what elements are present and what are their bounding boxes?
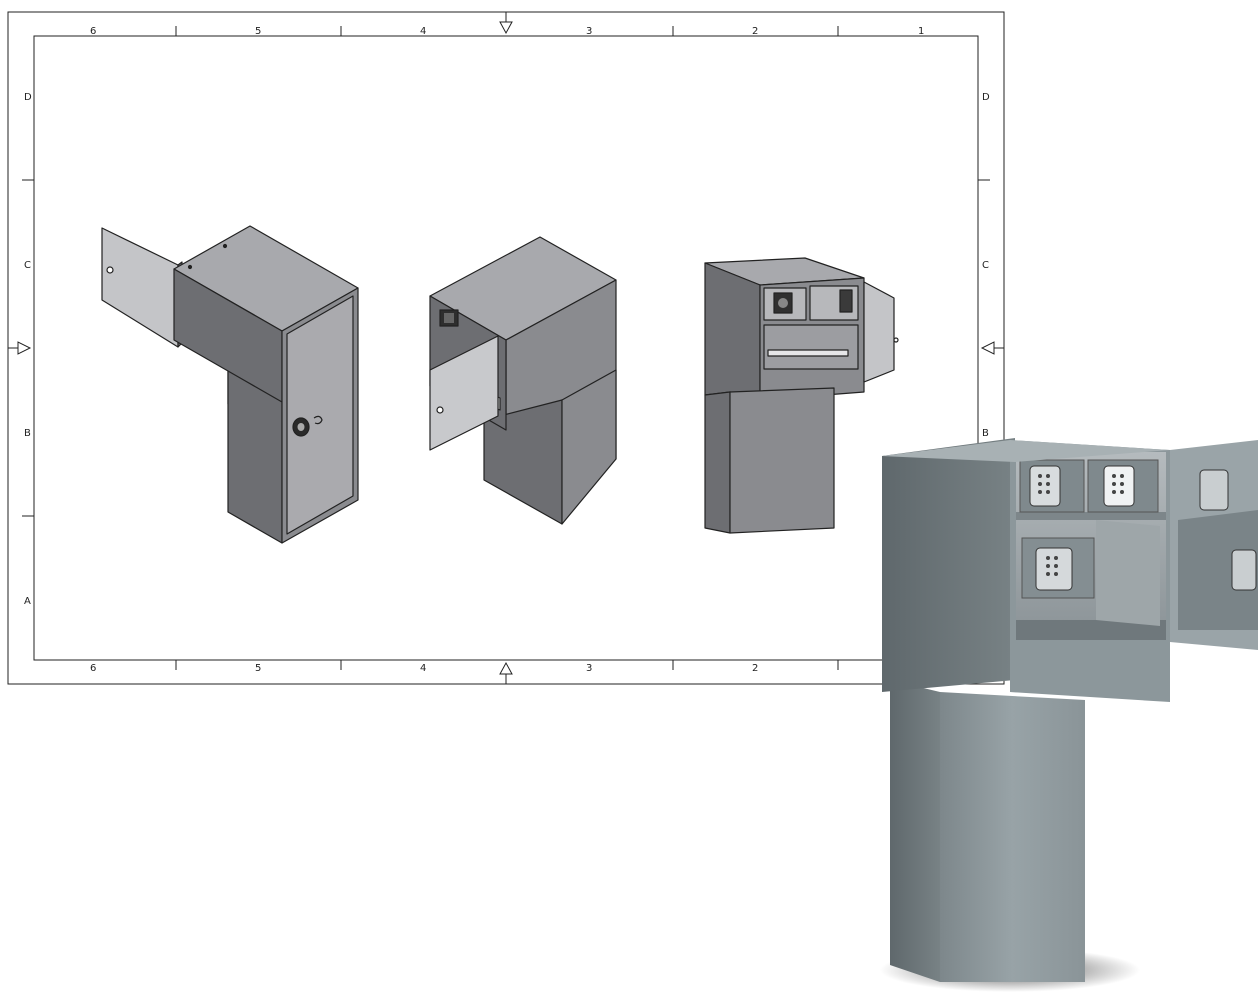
keypad-icon xyxy=(1035,547,1073,591)
col-label-top: 5 xyxy=(255,26,261,37)
door-hole xyxy=(893,337,899,343)
door-keypad-icon xyxy=(1231,549,1257,591)
left-center-arrow xyxy=(8,341,32,355)
open-door-view xyxy=(429,236,617,525)
pedestal-front xyxy=(561,369,617,525)
col-label-top: 2 xyxy=(752,26,758,37)
row-label-right: B xyxy=(982,428,989,439)
row-label-left: B xyxy=(24,428,31,439)
col-label-bottom: 6 xyxy=(90,663,96,674)
bottom-center-arrow xyxy=(499,661,513,684)
interior-base xyxy=(1016,620,1166,640)
right-center-arrow xyxy=(980,341,1004,355)
col-label-top: 6 xyxy=(90,26,96,37)
col-label-bottom: 2 xyxy=(752,663,758,674)
open-door xyxy=(429,335,499,451)
keypad-buttons xyxy=(1038,474,1124,494)
left-zone-ticks xyxy=(22,179,34,517)
open-side-door xyxy=(863,281,895,383)
pedestal-front xyxy=(940,692,1085,982)
row-label-left: A xyxy=(24,596,31,607)
top-center-arrow xyxy=(499,12,513,35)
front-open-view xyxy=(704,257,899,534)
left-side-upper xyxy=(704,262,761,396)
col-label-top: 1 xyxy=(918,26,924,37)
top-zone-ticks xyxy=(175,26,839,36)
drawer-handle xyxy=(767,349,849,357)
pedestal-side xyxy=(890,680,940,982)
inner-lock-icon xyxy=(839,289,853,313)
flap-hole xyxy=(106,266,114,274)
keypad-dial xyxy=(778,298,788,308)
lock-dial-icon xyxy=(297,423,305,431)
keypad-icon xyxy=(1103,465,1135,507)
left-side-lower xyxy=(704,391,731,534)
bottom-zone-ticks xyxy=(175,660,839,670)
row-label-right: D xyxy=(982,92,990,103)
lower-side-face xyxy=(227,370,283,544)
interior-right-wall xyxy=(1096,520,1160,626)
col-label-bottom: 4 xyxy=(420,663,426,674)
col-label-bottom: 3 xyxy=(586,663,592,674)
keypad-buttons xyxy=(1046,556,1058,576)
lower-compartment xyxy=(763,324,859,370)
door-hole xyxy=(436,406,444,414)
closed-door-view xyxy=(101,225,359,544)
product-photo xyxy=(880,438,1258,992)
pedestal-front xyxy=(729,387,835,534)
cabinet-side xyxy=(882,438,1015,692)
hinge-dot xyxy=(187,264,193,270)
hinge-dot xyxy=(222,243,228,249)
sheet-inner-frame xyxy=(33,35,979,661)
door-inner-panel xyxy=(1178,510,1258,630)
cabinet-top-edge xyxy=(882,440,1170,462)
key-icon xyxy=(313,415,323,425)
row-label-left: C xyxy=(24,260,31,271)
col-label-top: 4 xyxy=(420,26,426,37)
door-keypad-icon xyxy=(1199,469,1229,511)
row-label-right: C xyxy=(982,260,989,271)
keypad-inner xyxy=(444,313,454,323)
col-label-top: 3 xyxy=(586,26,592,37)
keypad-icon xyxy=(1029,465,1061,507)
row-label-left: D xyxy=(24,92,32,103)
front-door xyxy=(286,295,354,535)
col-label-bottom: 5 xyxy=(255,663,261,674)
interior-shelf xyxy=(1016,512,1166,520)
